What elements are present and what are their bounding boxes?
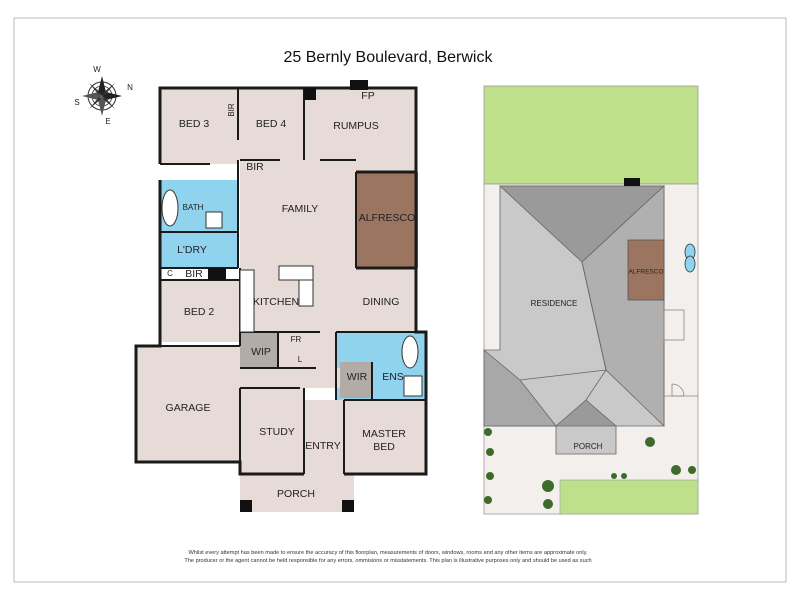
ensuite-shower-icon: [403, 375, 423, 397]
room-study: [240, 388, 304, 474]
compass-s: S: [74, 98, 79, 107]
label-bir-lower: BIR: [185, 268, 203, 280]
shrubs-icon: [484, 428, 696, 509]
label-wip: WIP: [251, 346, 271, 358]
label-master-bed-line2: BED: [373, 441, 395, 453]
shower-icon: [205, 211, 223, 229]
site-alfresco: [627, 239, 665, 301]
label-bed2: BED 2: [184, 306, 215, 318]
label-bed3: BED 3: [179, 118, 210, 130]
page-frame: [13, 17, 787, 583]
kitchen-island: [278, 265, 314, 281]
room-kitchen-dining: [240, 268, 416, 332]
site-label-residence: RESIDENCE: [531, 299, 578, 308]
wall-alfresco: [356, 170, 418, 270]
room-entry: [304, 400, 344, 474]
hallway: [240, 368, 340, 388]
address-title: 25 Bernly Boulevard, Berwick: [284, 49, 494, 66]
room-rumpus: [304, 88, 416, 172]
compass-w: W: [93, 65, 101, 74]
label-bed4: BED 4: [256, 118, 287, 130]
room-porch: [240, 474, 354, 512]
kitchen-bench: [298, 279, 314, 307]
site-label-alfresco: ALFRESCO: [628, 269, 663, 276]
label-master-bed: MASTER: [362, 428, 406, 440]
bathtub-icon: [161, 189, 179, 227]
label-bir-mid: BIR: [246, 161, 264, 173]
room-wip: [240, 332, 278, 368]
label-bir-upper: BIR: [227, 103, 236, 117]
label-rumpus: RUMPUS: [333, 120, 379, 132]
disclaimer-line-2: The producer or the agent cannot be held…: [184, 558, 591, 564]
label-porch: PORCH: [277, 488, 315, 500]
label-c: C: [167, 269, 173, 278]
room-fr: [278, 332, 336, 368]
room-bed2: [160, 280, 240, 342]
disclaimer-line-1: Whilst every attempt has been made to en…: [188, 550, 588, 556]
compass-icon: [82, 76, 122, 116]
room-master-bed: [344, 400, 426, 474]
label-garage: GARAGE: [166, 402, 211, 414]
wall-outer-right: [344, 268, 428, 476]
label-ens: ENS: [382, 371, 404, 383]
label-ldry: L'DRY: [177, 244, 207, 256]
label-wir: WIR: [347, 371, 368, 383]
label-bath: BATH: [183, 203, 204, 212]
fireplace-icon: [350, 80, 368, 90]
label-entry: ENTRY: [305, 440, 340, 452]
room-wir: [340, 362, 372, 398]
label-fp: FP: [361, 90, 374, 102]
chimney-icon: [624, 178, 640, 186]
label-alfresco: ALFRESCO: [359, 212, 416, 224]
room-garage: [136, 346, 240, 462]
porch-post-right: [342, 500, 354, 512]
label-study: STUDY: [259, 426, 295, 438]
site-plan: [483, 85, 699, 515]
label-dining: DINING: [363, 296, 400, 308]
ensuite-bath-icon: [401, 335, 419, 369]
room-alfresco: [356, 172, 418, 268]
label-family: FAMILY: [282, 203, 319, 215]
lawn-front: [559, 479, 699, 515]
label-l: L: [298, 355, 303, 364]
kitchen-counter: [239, 269, 255, 333]
site-label-porch: PORCH: [574, 442, 603, 451]
room-bed3: [160, 88, 238, 164]
compass-e: E: [105, 117, 110, 126]
room-family: [240, 160, 356, 268]
room-bed4: [238, 88, 304, 160]
porch-post-left: [240, 500, 252, 512]
lawn-rear: [483, 85, 699, 185]
label-kitchen: KITCHEN: [253, 296, 299, 308]
label-fr: FR: [291, 335, 302, 344]
compass-n: N: [127, 83, 133, 92]
floorplan: [134, 80, 428, 512]
